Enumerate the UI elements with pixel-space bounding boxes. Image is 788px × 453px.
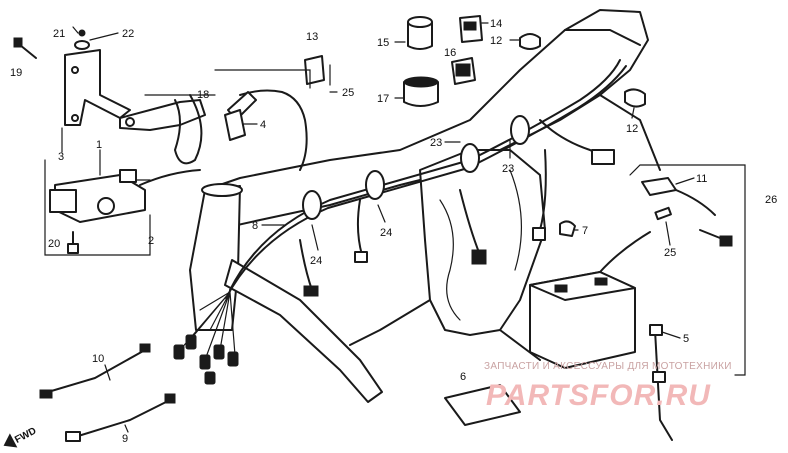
battery-group <box>444 164 746 441</box>
callout-numbers: 1 2 3 4 5 6 7 8 9 10 11 12 12 13 14 15 1… <box>10 18 777 445</box>
callout-21: 21 <box>53 28 65 40</box>
callout-20: 20 <box>48 238 60 250</box>
callout-26: 26 <box>765 194 777 206</box>
callout-11: 11 <box>696 173 707 185</box>
callout-8: 8 <box>252 220 258 232</box>
callout-10: 10 <box>92 353 104 365</box>
callout-4: 4 <box>260 119 266 131</box>
callout-17: 17 <box>377 93 389 105</box>
callout-15: 15 <box>377 37 389 49</box>
watermark: ЗАПЧАСТИ И АКСЕССУАРЫ ДЛЯ МОТОТЕХНИКИ PA… <box>484 361 732 412</box>
plug-wire-group <box>119 89 308 171</box>
callout-13: 13 <box>306 31 318 43</box>
fwd-label: FWD <box>13 426 38 446</box>
ignition-coil-group <box>13 29 201 254</box>
callout-9: 9 <box>122 433 128 445</box>
relay-parts <box>304 15 646 237</box>
callout-23-right: 23 <box>502 163 514 175</box>
main-wire-harness <box>173 59 627 385</box>
fwd-arrow-icon <box>3 433 18 448</box>
leader-lines <box>44 22 695 433</box>
callout-22: 22 <box>122 28 134 40</box>
callout-24-left: 24 <box>310 255 322 267</box>
watermark-tagline: ЗАПЧАСТИ И АКСЕССУАРЫ ДЛЯ МОТОТЕХНИКИ <box>484 361 732 372</box>
callout-23-left: 23 <box>430 137 442 149</box>
callout-2: 2 <box>148 235 154 247</box>
callout-1: 1 <box>96 139 102 151</box>
callout-12-lower: 12 <box>626 123 638 135</box>
fwd-indicator: FWD <box>3 426 38 448</box>
callout-24-right: 24 <box>380 227 392 239</box>
callout-6: 6 <box>460 371 466 383</box>
watermark-logo: PARTSFOR.RU <box>486 379 711 412</box>
callout-18: 18 <box>197 89 209 101</box>
callout-7: 7 <box>582 225 588 237</box>
loose-cables <box>39 343 176 442</box>
callout-16: 16 <box>444 47 456 59</box>
callout-19: 19 <box>10 67 22 79</box>
callout-25-upper: 25 <box>342 87 354 99</box>
callout-5: 5 <box>683 333 689 345</box>
callout-14: 14 <box>490 18 502 30</box>
callout-12-upper: 12 <box>490 35 502 47</box>
callout-25-lower: 25 <box>664 247 676 259</box>
callout-3: 3 <box>58 151 64 163</box>
